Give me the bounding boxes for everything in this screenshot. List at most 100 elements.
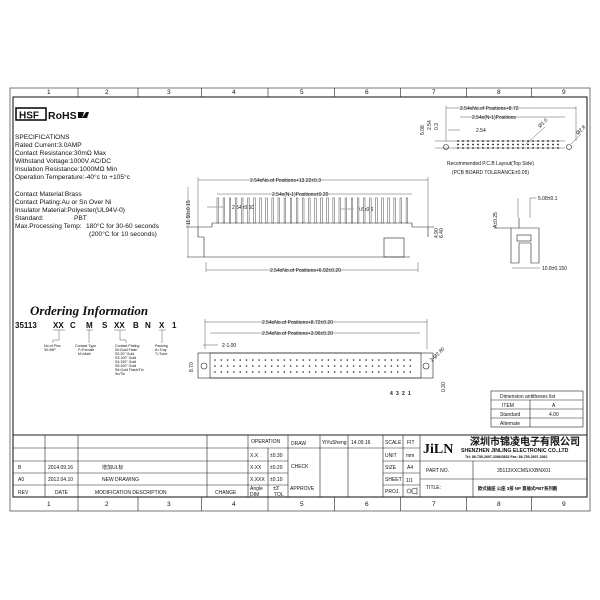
note: 00:Gold Flash <box>115 348 137 352</box>
approve: APPROVE <box>290 486 315 492</box>
pcb-hole <box>547 143 549 146</box>
pin <box>351 197 354 224</box>
column-number: 8 <box>497 501 501 508</box>
pin <box>222 197 225 224</box>
drawing-title: 欧式插座 公座 3排 NP 直插式PBT系列图 <box>478 485 558 492</box>
contact <box>352 371 355 373</box>
dim-label: 2.54x(N-1)Positions <box>472 115 516 121</box>
contact <box>371 371 374 373</box>
tol: X.XXX <box>250 477 265 483</box>
contact <box>233 371 235 373</box>
header: MODIFICATION DESCRIPTION <box>95 490 167 496</box>
column-number: 3 <box>167 501 171 508</box>
contact <box>296 371 298 373</box>
pin-number: 3 <box>396 391 399 397</box>
pin <box>216 197 219 224</box>
contact <box>321 365 323 367</box>
dim-label: 2.54xNo.of Positions+13.22±0.3 <box>250 178 321 184</box>
contact <box>378 365 380 367</box>
spec-line: Withstand Voltage:1000V AC/DC <box>15 158 111 165</box>
contact <box>258 371 260 373</box>
dim-label: 11.50±0.15 <box>186 200 192 225</box>
pin-number: 1 <box>408 391 411 397</box>
contact <box>384 371 386 373</box>
pcb-caption: Recommended P.C.B Layout(Top Side) <box>447 161 534 167</box>
contact <box>409 365 412 367</box>
ul-logo-icon <box>78 112 89 118</box>
column-number: 1 <box>47 89 51 96</box>
column-number: 5 <box>300 89 304 96</box>
contact <box>258 365 260 367</box>
pin <box>357 197 360 224</box>
dim-label: 6.40 <box>439 228 445 238</box>
contact <box>384 365 386 367</box>
code-part: XX <box>53 321 64 330</box>
draw: DRAW <box>291 441 306 447</box>
code-part: S <box>102 321 108 330</box>
dim-label: 0.30 <box>441 382 447 392</box>
contact <box>315 359 317 361</box>
spec-line: Max.Processing Temp: <box>15 223 82 230</box>
spec-line: Standard: <box>15 215 44 222</box>
size-val: A4 <box>407 465 413 471</box>
contact <box>264 359 267 361</box>
header: REV <box>18 490 29 496</box>
contact <box>390 365 393 367</box>
pin <box>296 197 299 224</box>
contact <box>296 359 298 361</box>
contact <box>302 359 305 361</box>
note: Packing <box>155 344 168 348</box>
contact <box>365 365 368 367</box>
part-no-label: PART NO. <box>426 468 449 474</box>
tol: ±3' <box>273 486 280 492</box>
contact <box>315 365 317 367</box>
contact <box>321 359 323 361</box>
pin <box>247 197 250 224</box>
pin <box>399 197 402 224</box>
pcb-hole <box>527 143 529 146</box>
spec-line: Insulation Resistance:1000MΩ Min <box>15 166 117 173</box>
scale-val: FIT <box>407 440 415 446</box>
operation: OPERATION <box>251 439 280 445</box>
column-number: 4 <box>232 501 236 508</box>
contact <box>359 359 361 361</box>
column-number: 1 <box>47 501 51 508</box>
pin <box>277 197 280 224</box>
code-part: 35113 <box>15 321 37 330</box>
code-part: XX <box>114 321 125 330</box>
dim-label: 2.54±0.10 <box>232 205 254 211</box>
spec-line: 180°C for 30-60 seconds <box>86 222 160 230</box>
column-number: 2 <box>105 501 109 508</box>
contact <box>252 365 254 367</box>
contact <box>308 371 311 373</box>
note: Sn/Tin <box>115 372 125 376</box>
pin <box>375 197 378 224</box>
table-title: Dimension antitheses list <box>500 394 556 400</box>
pcb-hole <box>502 143 504 146</box>
contact <box>233 365 235 367</box>
contact <box>270 359 273 361</box>
contact <box>371 365 374 367</box>
table-cell: Standard <box>500 412 521 418</box>
contact <box>289 359 292 361</box>
pcb-hole <box>487 143 489 146</box>
contact <box>409 371 412 373</box>
column-number: 7 <box>432 89 436 96</box>
column-number: 2 <box>105 89 109 96</box>
tol: ±0.10 <box>270 477 283 483</box>
note: M=Male <box>78 352 91 356</box>
pin <box>393 197 396 224</box>
pin <box>271 197 274 224</box>
title-block: B 2014.09.16 增加UL标 A0 2012.04.10 NEW DRA… <box>13 434 587 498</box>
rev-date: 2014.09.16 <box>48 465 73 471</box>
note: S6:Gold Flash/Tin <box>115 368 144 372</box>
dim-label: 4.90 <box>434 228 440 238</box>
contact <box>283 359 286 361</box>
contact <box>252 359 254 361</box>
hsf-logo <box>15 107 47 121</box>
contact <box>283 371 286 373</box>
contact <box>289 371 292 373</box>
table-cell: A <box>552 403 556 409</box>
pcb-hole <box>537 143 539 146</box>
contact <box>378 371 380 373</box>
